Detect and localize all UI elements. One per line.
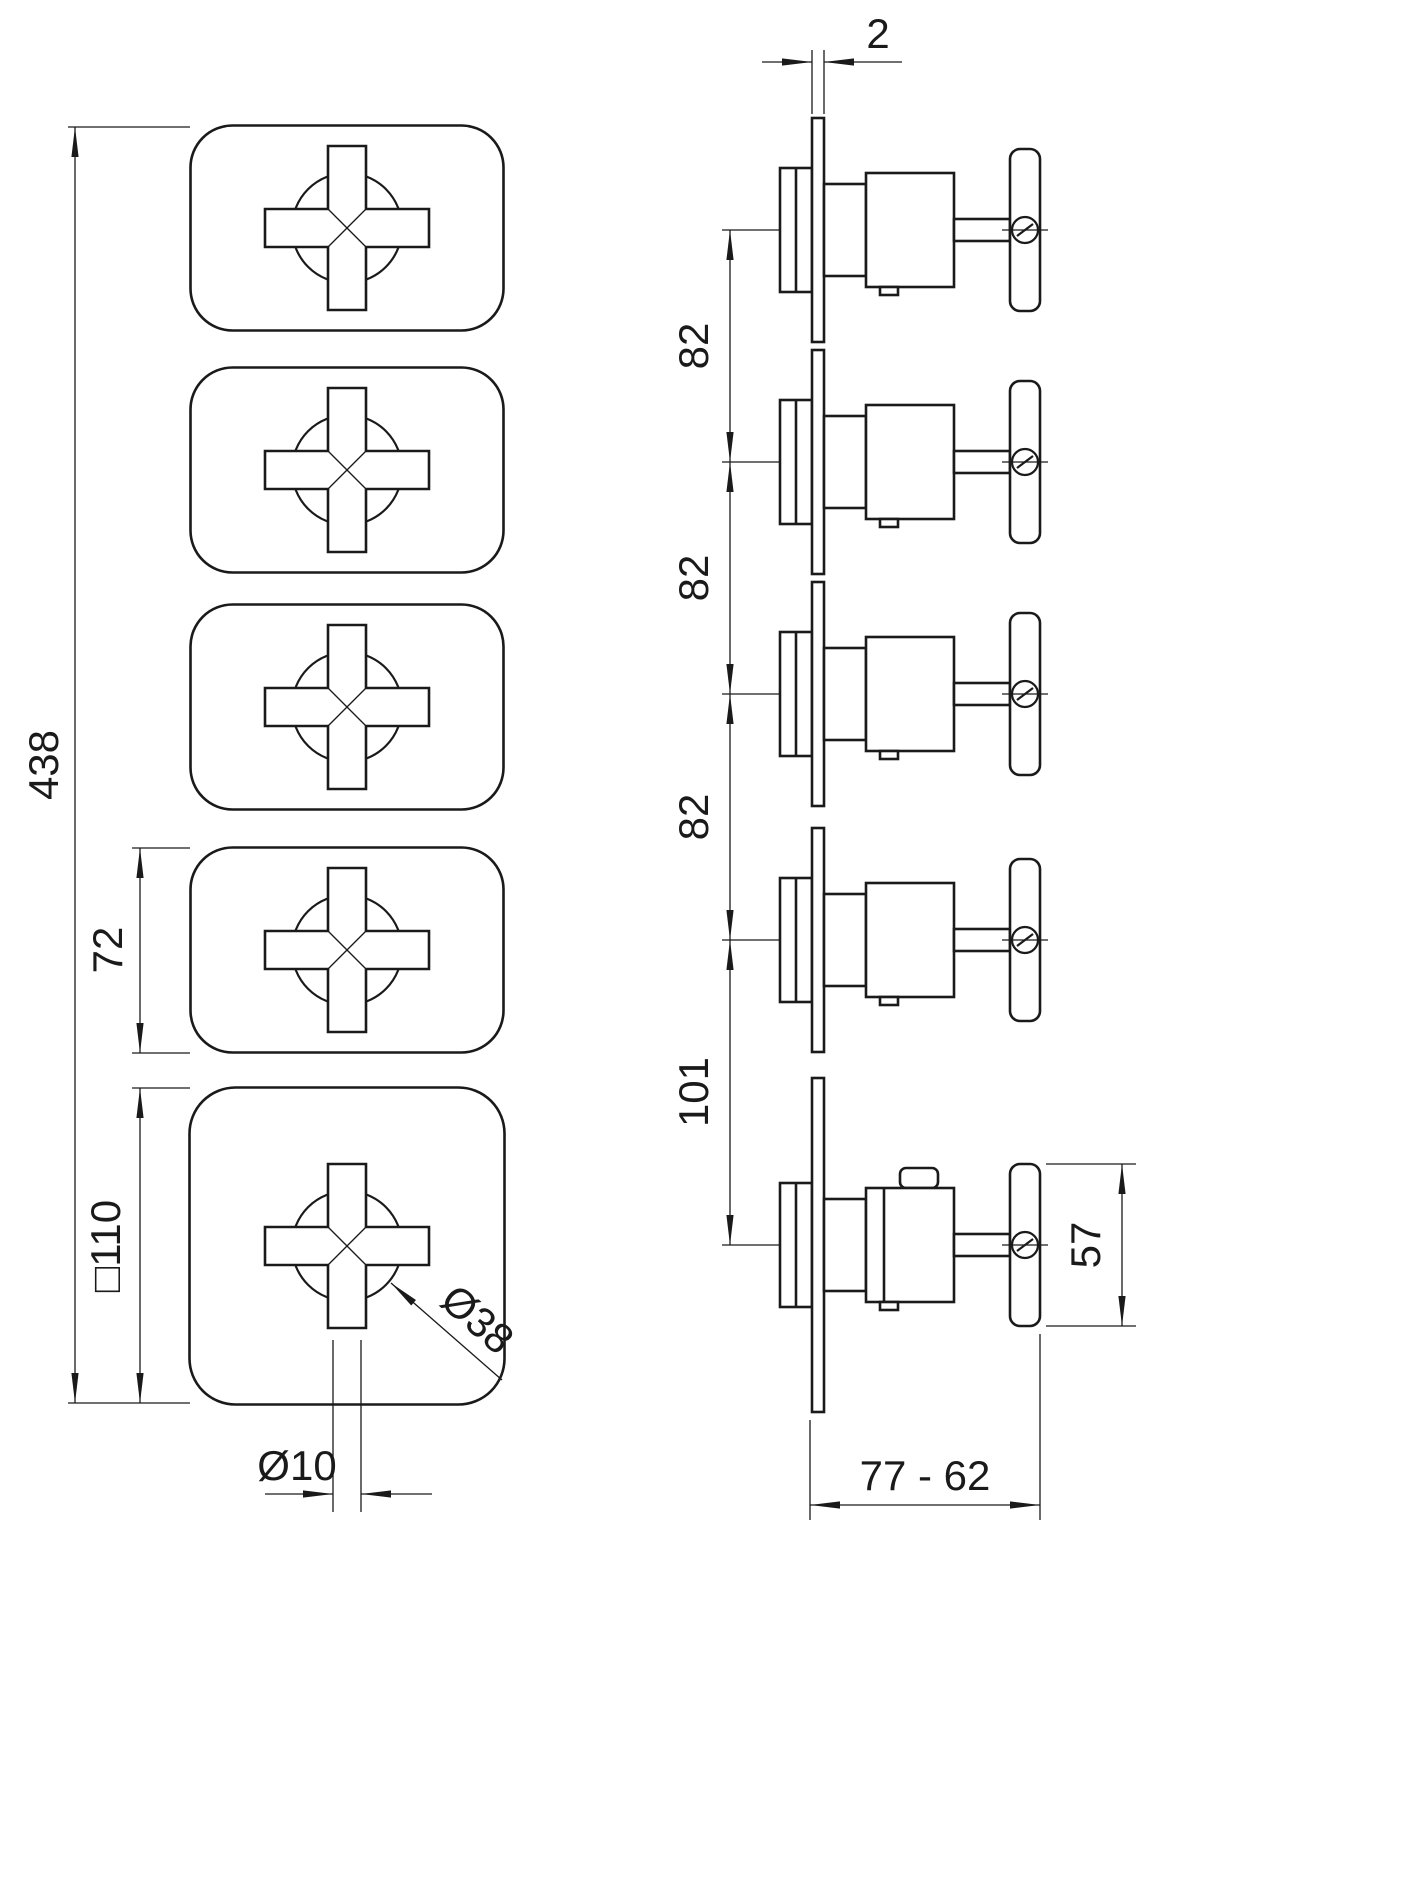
dimension-module-height: 72 (84, 847, 190, 1054)
front-plate-1 (191, 126, 504, 331)
dimension-plate-thickness: 2 (762, 10, 902, 114)
dimension-stem-diameter: Ø10 (257, 1340, 432, 1512)
front-plate-4 (191, 848, 504, 1053)
dimension-depth-range: 77 - 62 (809, 1334, 1041, 1520)
front-view (190, 126, 505, 1405)
dimension-spacing-chain: 82 82 82 101 (670, 230, 734, 1245)
side-valve-5 (720, 1076, 1050, 1414)
dim-label-module-height: 72 (84, 927, 131, 974)
side-valve-4 (720, 826, 1050, 1054)
dim-label-knob-diameter: Ø38 (432, 1275, 523, 1363)
dim-label-spacing-3: 82 (670, 794, 717, 841)
dim-label-depth-range: 77 - 62 (860, 1452, 991, 1499)
side-view (720, 116, 1050, 1414)
dimension-handle-height: 57 (1046, 1163, 1136, 1327)
front-plate-3 (191, 605, 504, 810)
dimension-total-height: 438 (20, 126, 190, 1404)
dim-label-handle-height: 57 (1062, 1222, 1109, 1269)
dimension-plate-size: □110 (82, 1087, 190, 1403)
dim-label-stem-diameter: Ø10 (257, 1442, 336, 1489)
side-valve-2 (720, 348, 1050, 576)
dim-label-spacing-4: 101 (670, 1057, 717, 1127)
front-plate-2 (191, 368, 504, 573)
dim-label-plate-thickness: 2 (866, 10, 889, 57)
leader-line (390, 1282, 503, 1381)
dim-label-spacing-1: 82 (670, 323, 717, 370)
dim-label-spacing-2: 82 (670, 555, 717, 602)
side-valve-3 (720, 580, 1050, 808)
front-plate-5 (190, 1088, 505, 1405)
side-valve-1 (720, 116, 1050, 344)
dim-label-total-height: 438 (20, 730, 67, 800)
dim-label-plate-size: □110 (82, 1200, 129, 1292)
